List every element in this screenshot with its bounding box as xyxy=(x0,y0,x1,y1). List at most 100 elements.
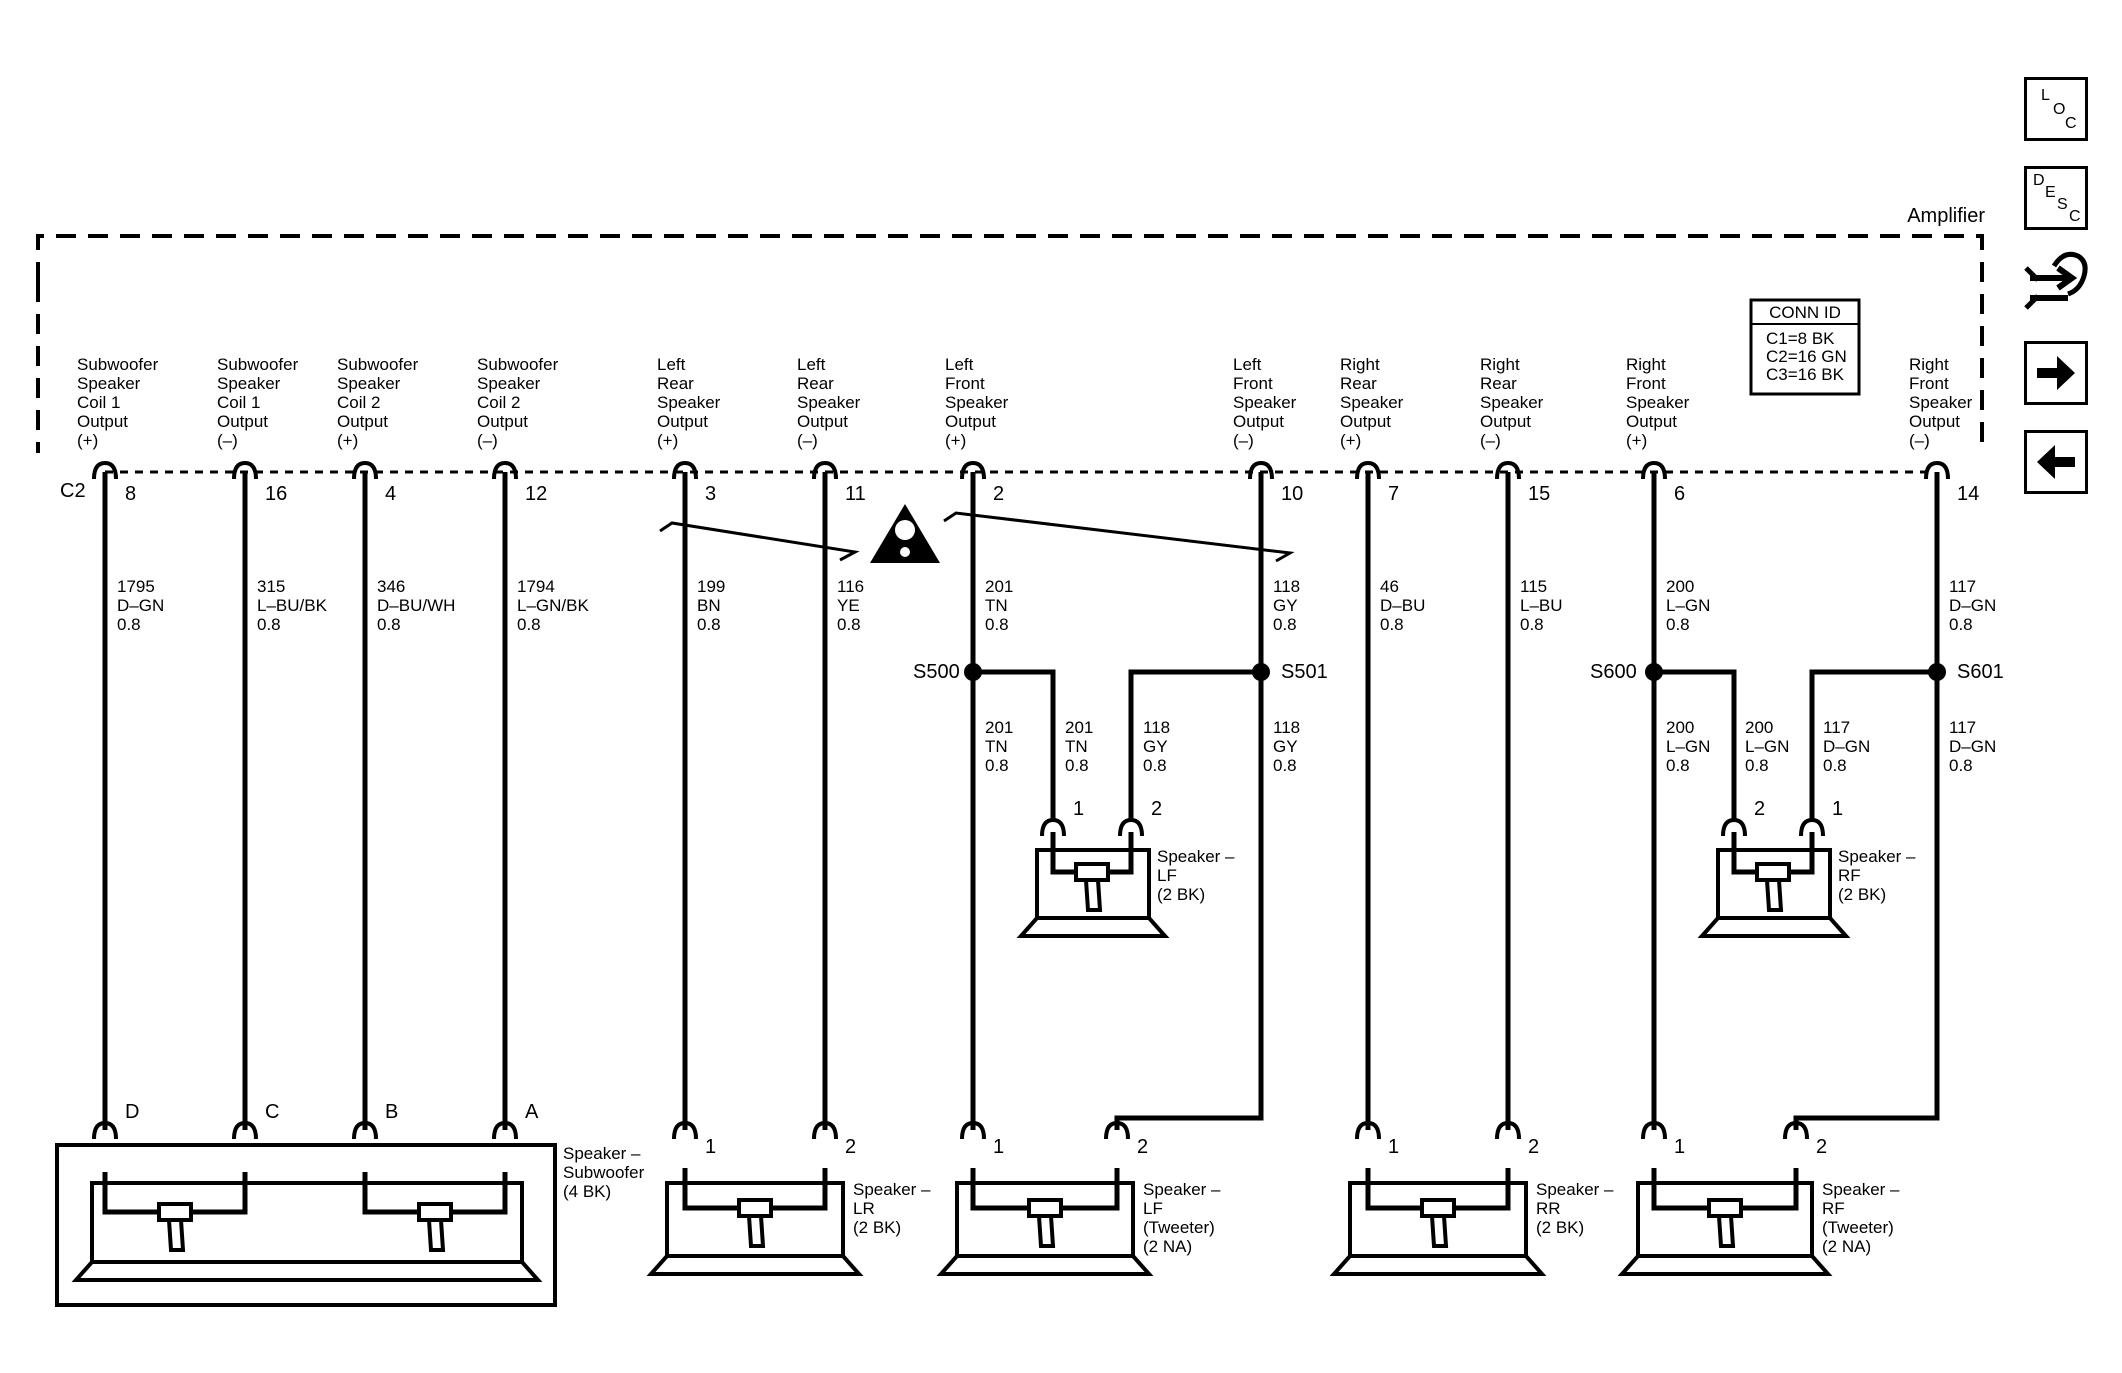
output-label: Speaker xyxy=(77,374,141,393)
speaker-label: Speaker – xyxy=(853,1180,931,1199)
wire-label: 0.8 xyxy=(1273,756,1297,775)
pin-number: 4 xyxy=(385,483,396,505)
speaker-label: RR xyxy=(1536,1199,1561,1218)
wire-label: 118 xyxy=(1273,718,1300,737)
speaker-subwoofer xyxy=(71,1172,543,1282)
output-label: Speaker xyxy=(1233,393,1297,412)
wire-label: GY xyxy=(1273,737,1298,756)
connector-terminal xyxy=(1355,460,1381,480)
wire-label: 200 xyxy=(1666,577,1694,596)
wire-label: 0.8 xyxy=(1745,756,1769,775)
prev-page-button[interactable] xyxy=(2024,430,2088,494)
pin-number: 1 xyxy=(993,1136,1004,1158)
output-label: Right xyxy=(1909,355,1949,374)
output-label: (–) xyxy=(797,431,818,450)
connector-terminal xyxy=(232,460,258,480)
next-page-button[interactable] xyxy=(2024,341,2088,405)
output-label: Speaker xyxy=(797,393,861,412)
output-label: Subwoofer xyxy=(477,355,559,374)
speaker-label: Speaker – xyxy=(563,1144,641,1163)
output-label: Left xyxy=(797,355,826,374)
speaker-label: (Tweeter) xyxy=(1822,1218,1894,1237)
connector-terminal xyxy=(672,460,698,480)
wire-label: TN xyxy=(1065,737,1088,756)
output-label: Right xyxy=(1480,355,1520,374)
pin-number: 2 xyxy=(1151,798,1162,820)
speaker-rr xyxy=(1329,1168,1547,1276)
wire-label: L–GN xyxy=(1666,737,1710,756)
loc-button[interactable]: L O C xyxy=(2024,77,2088,141)
desc-letter: E xyxy=(2045,184,2056,201)
output-label: Front xyxy=(1626,374,1666,393)
harness-icon[interactable] xyxy=(2024,246,2090,320)
speaker-label: Subwoofer xyxy=(563,1163,645,1182)
connector-terminal xyxy=(1040,817,1066,837)
wire-label: L–BU xyxy=(1520,596,1563,615)
connector-terminal xyxy=(672,1120,698,1140)
desc-button[interactable]: D E S C xyxy=(2024,166,2088,230)
connector-terminal xyxy=(1104,1120,1130,1140)
wire-label: 117 xyxy=(1949,577,1976,596)
pin-number: 11 xyxy=(845,483,866,505)
conn-id-box: CONN ID C1=8 BK C2=16 GN C3=16 BK xyxy=(1749,298,1861,396)
output-label: Speaker xyxy=(1909,393,1973,412)
speaker-label: LF xyxy=(1157,866,1177,885)
speaker-label: (2 BK) xyxy=(1157,885,1205,904)
wire-label: GY xyxy=(1273,596,1298,615)
amplifier-boundary xyxy=(36,234,1984,453)
speaker-label: Speaker – xyxy=(1143,1180,1221,1199)
connector-terminal xyxy=(1118,817,1144,837)
desc-letter: S xyxy=(2057,196,2068,213)
output-label: (+) xyxy=(77,431,98,450)
pin-letter: D xyxy=(125,1101,139,1123)
connector-terminal xyxy=(352,460,378,480)
pin-number: 1 xyxy=(1674,1136,1685,1158)
speaker-label: RF xyxy=(1838,866,1861,885)
output-label: Speaker xyxy=(217,374,281,393)
pin-number: 3 xyxy=(705,483,716,505)
output-label: (–) xyxy=(1909,431,1930,450)
speaker-rf-tweeter xyxy=(1617,1168,1833,1276)
output-label: Speaker xyxy=(337,374,401,393)
speaker-label: (2 BK) xyxy=(853,1218,901,1237)
output-label: (–) xyxy=(1480,431,1501,450)
output-label: Subwoofer xyxy=(217,355,299,374)
wire-label: L–GN/BK xyxy=(517,596,589,615)
wire-label: D–BU/WH xyxy=(377,596,455,615)
output-label: Rear xyxy=(797,374,834,393)
wire-label: 201 xyxy=(1065,718,1093,737)
subwoofer-enclosure xyxy=(55,1143,557,1307)
output-label: Speaker xyxy=(1340,393,1404,412)
output-label: Speaker xyxy=(1626,393,1690,412)
output-label: (–) xyxy=(1233,431,1254,450)
output-label: Coil 1 xyxy=(217,393,260,412)
wire-label: 118 xyxy=(1143,718,1170,737)
loc-letter: L xyxy=(2041,87,2050,104)
pin-number: 6 xyxy=(1674,483,1685,505)
conn-id-line: C2=16 GN xyxy=(1766,347,1847,366)
output-label: Speaker xyxy=(657,393,721,412)
output-label: Output xyxy=(1233,412,1284,431)
output-label: Output xyxy=(477,412,528,431)
output-label: Output xyxy=(1909,412,1960,431)
wire-label: 0.8 xyxy=(377,615,401,634)
wire-label: 117 xyxy=(1823,718,1850,737)
wire-label: 0.8 xyxy=(1380,615,1404,634)
wire-label: 346 xyxy=(377,577,405,596)
pin-number: 2 xyxy=(993,483,1004,505)
pin-number: 15 xyxy=(1528,483,1550,505)
wire-label: 46 xyxy=(1380,577,1399,596)
connector-terminal xyxy=(960,1120,986,1140)
output-label: Left xyxy=(1233,355,1262,374)
speaker-label: Speaker – xyxy=(1838,847,1916,866)
desc-letter: D xyxy=(2033,172,2045,189)
connector-terminal xyxy=(92,1120,118,1140)
speaker-group xyxy=(55,832,1851,1307)
pin-number: 14 xyxy=(1957,483,1979,505)
output-label: Output xyxy=(1480,412,1531,431)
wire-label: L–GN xyxy=(1745,737,1789,756)
wire-label: 1794 xyxy=(517,577,555,596)
wire-label: D–GN xyxy=(1949,737,1996,756)
speaker-label: LR xyxy=(853,1199,875,1218)
